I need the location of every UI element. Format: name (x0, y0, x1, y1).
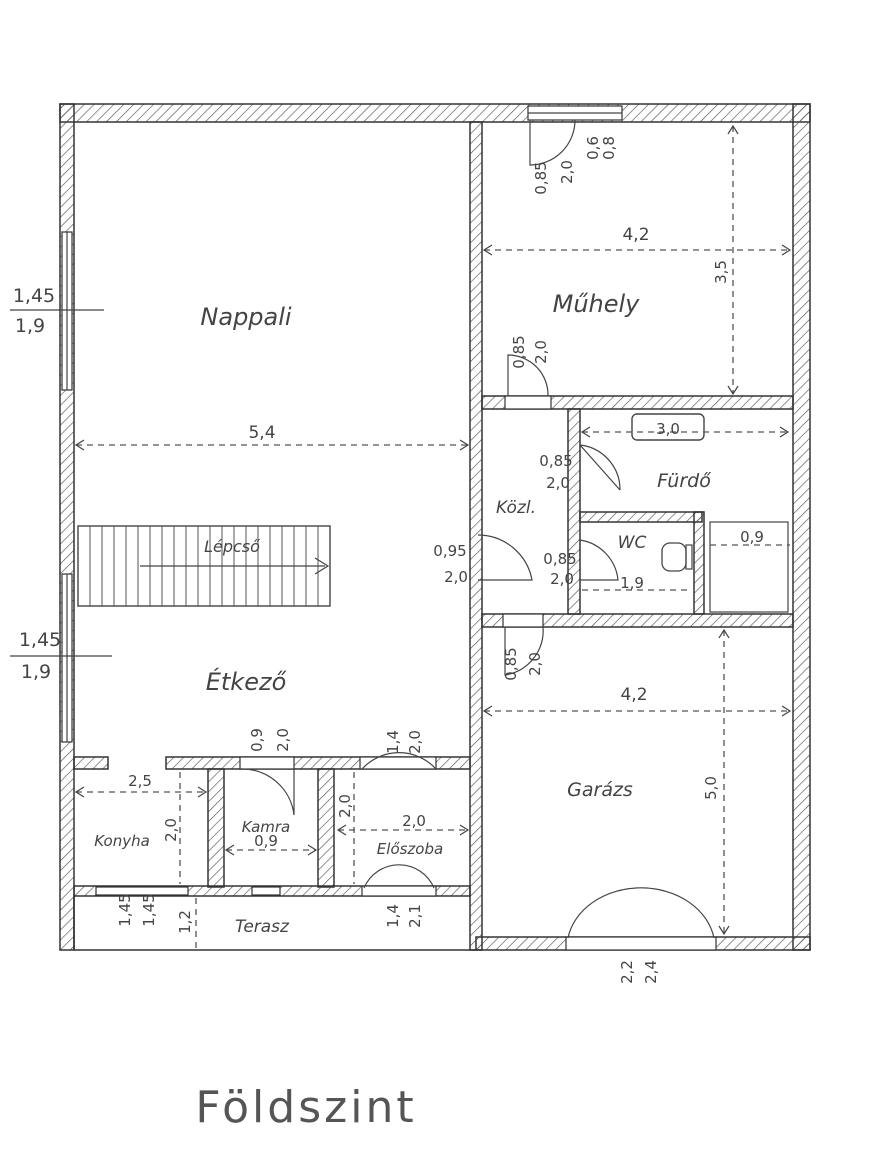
wall-left (59, 103, 75, 951)
garage-door-w: 2,2 (618, 960, 636, 984)
room-label-wc: WC (618, 533, 647, 553)
room-label-garazs: Garázs (567, 779, 633, 801)
win-top-b: 0,8 (600, 136, 618, 160)
room-label-nappali: Nappali (200, 303, 292, 331)
dim-bath-fixture: 0,9 (740, 528, 764, 546)
door-garage (567, 887, 715, 939)
door-front-w: 1,4 (384, 904, 402, 928)
dim-konyha-width: 2,5 (128, 772, 152, 790)
windows (61, 105, 717, 951)
room-label-etkezo: Étkező (206, 667, 287, 696)
door-eloszoba-w: 1,4 (384, 730, 402, 754)
door-wc-w: 0,85 (543, 550, 576, 568)
win-top-a: 0,6 (584, 136, 602, 160)
door-front (363, 864, 435, 889)
dim-terasz-depth: 1,2 (176, 910, 194, 934)
door-kozl-w: 0,95 (433, 542, 466, 560)
door-kamra-h: 2,0 (274, 728, 292, 752)
window-terasz (95, 886, 189, 896)
page-title: Földszint (195, 1082, 416, 1133)
dim-bathtub: 3,0 (656, 420, 680, 438)
door-furdo (579, 444, 621, 491)
door-kamra-w: 0,9 (248, 728, 266, 752)
dim-garazs-width: 4,2 (620, 685, 647, 705)
win-left-mid-width: 1,45 (19, 629, 61, 651)
bathtub (631, 413, 705, 441)
wall-wc-top (579, 511, 703, 523)
fixtures (631, 413, 789, 613)
room-label-kamra: Kamra (242, 818, 290, 836)
dim-kamra-width: 0,9 (254, 832, 278, 850)
dim-eloszoba-depth: 2,0 (336, 794, 354, 818)
door-kozl-h: 2,0 (444, 568, 468, 586)
wall-kamra-right (317, 768, 335, 888)
garage-door-h: 2,4 (642, 960, 660, 984)
dim-konyha-depth: 2,0 (162, 818, 180, 842)
door-top (529, 119, 576, 166)
room-label-kozl: Közl. (496, 498, 536, 518)
win-left-top-height: 1,9 (15, 315, 45, 337)
wall-lower-top-a (73, 756, 109, 770)
dim-garazs-depth: 5,0 (702, 776, 720, 800)
door-muhely-h: 2,0 (532, 340, 550, 364)
door-top-w: 0,85 (532, 161, 550, 194)
doors (239, 119, 715, 939)
room-label-furdo: Fürdő (657, 470, 711, 492)
door-muhely (507, 354, 549, 397)
win-left-top-width: 1,45 (13, 285, 55, 307)
dim-nappali-width: 5,4 (248, 423, 275, 443)
dim-eloszoba-width: 2,0 (402, 812, 426, 830)
door-kamra (241, 768, 295, 816)
door-terasz-h: 1,45 (140, 893, 158, 926)
door-furdo-h: 2,0 (546, 474, 570, 492)
dim-wc-width: 1,9 (620, 574, 644, 592)
door-top-h: 2,0 (558, 160, 576, 184)
win-left-mid-height: 1,9 (21, 661, 51, 683)
wall-garazs-top (481, 613, 794, 628)
wall-top (59, 103, 811, 123)
door-garazs-h: 2,0 (526, 652, 544, 676)
shower (709, 521, 789, 613)
room-label-muhely: Műhely (553, 290, 641, 318)
door-kozl (477, 534, 533, 581)
room-label-eloszoba: Előszoba (377, 840, 443, 858)
window-kamra (251, 886, 281, 896)
door-eloszoba-h: 2,0 (406, 730, 424, 754)
dim-muhely-depth: 3,5 (712, 260, 730, 284)
door-wc-h: 2,0 (550, 570, 574, 588)
wall-wc-right (693, 511, 705, 615)
door-muhely-w: 0,85 (510, 335, 528, 368)
door-front-h: 2,1 (406, 904, 424, 928)
wall-right (792, 103, 811, 951)
staircase (77, 525, 331, 607)
room-label-terasz: Terasz (235, 917, 290, 937)
wall-center (469, 121, 483, 951)
toilet (661, 542, 687, 572)
dim-muhely-width: 4,2 (622, 225, 649, 245)
wall-muhely-bottom (481, 395, 794, 410)
door-furdo-w: 0,85 (539, 452, 572, 470)
door-garazs-side (504, 626, 544, 676)
room-label-konyha: Konyha (94, 832, 150, 850)
door-garazs-w: 0,85 (502, 647, 520, 680)
wall-konyha-right (207, 768, 225, 888)
dimension-lines (10, 124, 792, 948)
room-label-lepcso: Lépcső (204, 537, 260, 556)
door-terasz-w: 1,45 (116, 893, 134, 926)
garage-door-gap (565, 936, 717, 951)
door-wc (579, 539, 619, 581)
door-eloszoba (361, 752, 437, 770)
